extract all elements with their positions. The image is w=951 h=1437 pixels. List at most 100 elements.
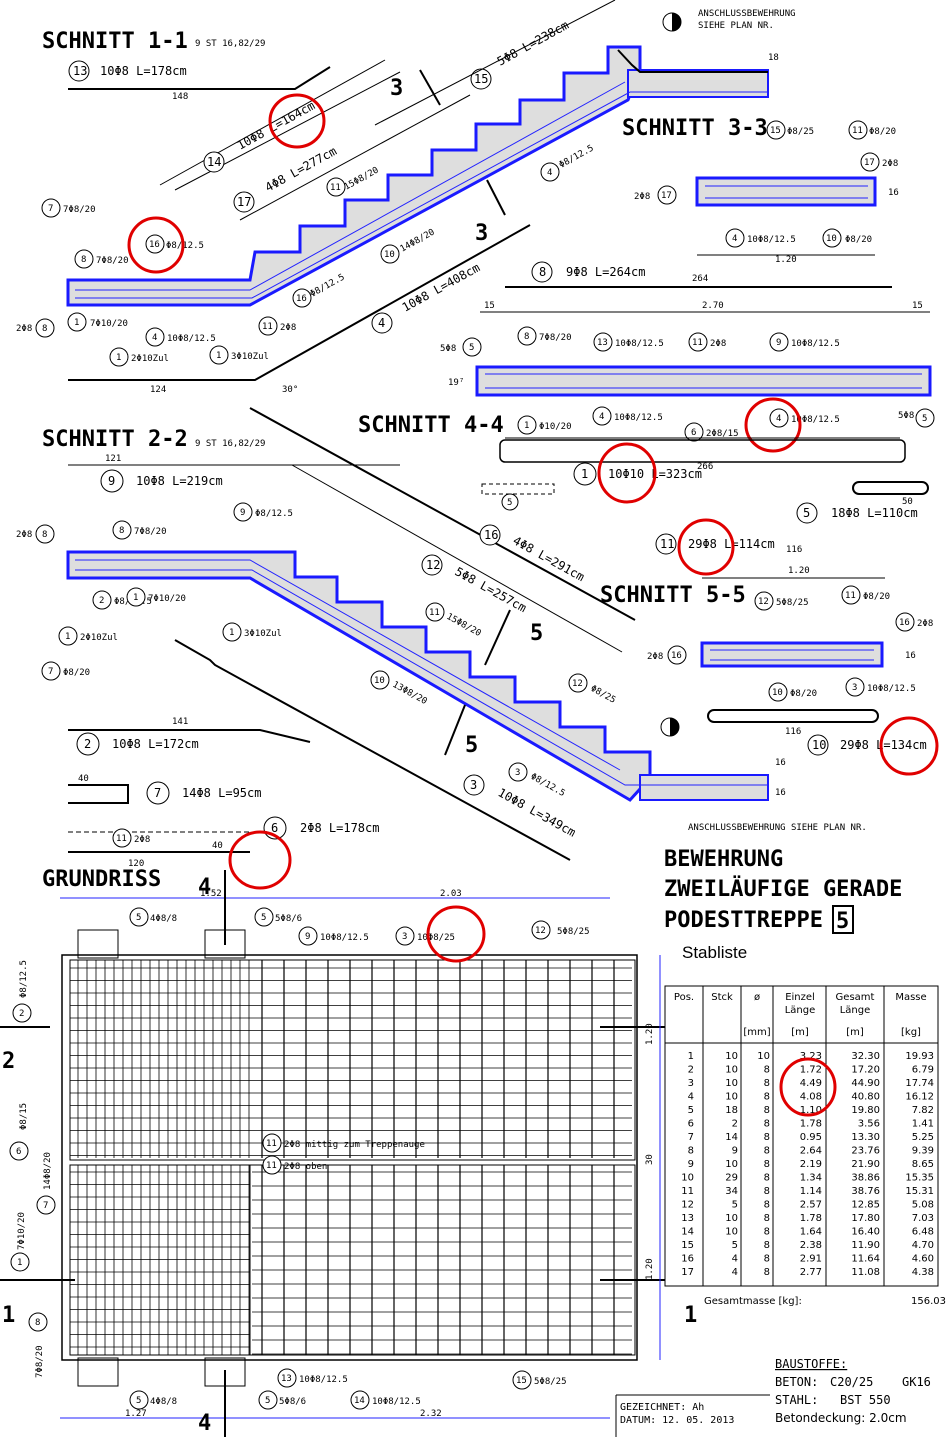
svg-text:16: 16 [899, 618, 910, 628]
svg-text:148: 148 [172, 92, 188, 102]
svg-text:Φ8/25: Φ8/25 [589, 684, 618, 706]
table-cell: 2 [732, 1119, 738, 1130]
table-cell: 14 [681, 1227, 694, 1238]
note-steps-1: 9 ST 16,82/29 [195, 39, 265, 49]
svg-text:15: 15 [912, 301, 923, 311]
cut-mark-3-top: 3 [390, 76, 403, 101]
svg-text:19⁷: 19⁷ [448, 378, 464, 388]
bar-5-label: 18Φ8 L=110cm [831, 506, 918, 520]
cut-mark-5-bottom: 5 [465, 733, 478, 758]
svg-text:ANSCHLUSSBEWEHRUNG: ANSCHLUSSBEWEHRUNG [698, 9, 796, 19]
svg-text:8: 8 [42, 530, 47, 540]
table-cell: 8 [764, 1213, 770, 1224]
table-unit: [m] [791, 1027, 809, 1038]
table-cell: 5.25 [912, 1132, 934, 1143]
table-cell: 17.74 [905, 1078, 934, 1089]
svg-text:Φ8/20: Φ8/20 [845, 235, 872, 245]
table-cell: 10 [725, 1065, 738, 1076]
table-cell: 2.38 [800, 1240, 822, 1251]
bar-7-label: 14Φ8 L=95cm [182, 786, 261, 800]
table-cell: 8 [764, 1065, 770, 1076]
svg-text:266: 266 [697, 462, 713, 472]
svg-text:4: 4 [198, 1411, 211, 1436]
svg-text:6: 6 [691, 428, 696, 438]
table-header: Länge [840, 1005, 871, 1016]
table-cell: 8 [764, 1146, 770, 1157]
highlight-circle [268, 93, 326, 149]
svg-text:2.70: 2.70 [702, 301, 724, 311]
svg-text:12: 12 [572, 679, 583, 689]
table-cell: 11.08 [851, 1267, 880, 1278]
svg-text:16: 16 [296, 294, 307, 304]
svg-text:17: 17 [864, 158, 875, 168]
table-cell: 3.56 [858, 1119, 880, 1130]
svg-text:1: 1 [216, 351, 221, 361]
svg-text:5Φ8/25: 5Φ8/25 [776, 598, 809, 608]
svg-text:5: 5 [507, 498, 512, 508]
cut-mark-3-bottom: 3 [475, 221, 488, 246]
svg-text:10: 10 [772, 688, 783, 698]
table-cell: 8 [764, 1105, 770, 1116]
table-cell: 2 [688, 1065, 694, 1076]
table-cell: 3 [688, 1078, 694, 1089]
svg-text:7Φ8/20: 7Φ8/20 [96, 256, 129, 266]
table-cell: 4.60 [912, 1254, 934, 1265]
table-cell: 16.12 [905, 1092, 934, 1103]
bar-5-group: 5 18Φ8 L=110cm 50 [796, 481, 929, 524]
svg-text:5Φ8: 5Φ8 [440, 344, 456, 354]
table-cell: 8 [764, 1186, 770, 1197]
svg-text:5: 5 [265, 1396, 270, 1406]
highlight-circle [879, 716, 939, 776]
bar-14-group: 14 10Φ8 L=164cm [159, 59, 401, 191]
svg-text:3: 3 [470, 778, 477, 792]
svg-text:10Φ8/12.5: 10Φ8/12.5 [167, 334, 216, 344]
svg-text:15: 15 [516, 1376, 527, 1386]
table-cell: 7.82 [912, 1105, 934, 1116]
table-cell: 1.10 [800, 1105, 822, 1116]
svg-text:11: 11 [266, 1161, 277, 1171]
svg-text:1: 1 [524, 421, 529, 431]
table-cell: 9.39 [912, 1146, 934, 1157]
svg-text:12: 12 [535, 926, 546, 936]
svg-text:10: 10 [384, 250, 395, 260]
table-cell: 8 [764, 1078, 770, 1089]
table-cell: 8 [764, 1119, 770, 1130]
table-cell: 1 [688, 1051, 694, 1062]
table-cell: 6.48 [912, 1227, 934, 1238]
svg-text:11: 11 [845, 591, 856, 601]
svg-text:1: 1 [17, 1258, 22, 1268]
staircase-section-1 [66, 45, 769, 307]
table-cell: 21.90 [851, 1159, 880, 1170]
table-cell: 10 [725, 1092, 738, 1103]
table-cell: 1.14 [800, 1186, 822, 1197]
bar-2-label: 10Φ8 L=172cm [112, 737, 199, 751]
svg-text:30: 30 [645, 1154, 655, 1165]
table-cell: 1.72 [800, 1065, 822, 1076]
svg-text:15Φ8/20: 15Φ8/20 [445, 612, 483, 639]
bar-6-group: 11 2Φ8 40 120 6 2Φ8 L=178cm [68, 816, 379, 890]
table-cell: 8 [764, 1159, 770, 1170]
table-cell: 2.19 [800, 1159, 822, 1170]
svg-text:8: 8 [81, 255, 86, 265]
table-cell: 4 [732, 1254, 738, 1265]
svg-text:10Φ8/12.5: 10Φ8/12.5 [299, 1375, 348, 1385]
table-cell: 5 [688, 1105, 694, 1116]
table-cell: 12.85 [851, 1200, 880, 1211]
table-cell: 16.40 [851, 1227, 880, 1238]
svg-text:10Φ8/12.5: 10Φ8/12.5 [791, 339, 840, 349]
svg-text:1.20: 1.20 [645, 1023, 655, 1045]
table-cell: 8 [764, 1267, 770, 1278]
svg-text:16: 16 [775, 788, 786, 798]
table-cell: 15.35 [905, 1173, 934, 1184]
svg-text:8: 8 [35, 1318, 40, 1328]
svg-text:2Φ10Zul: 2Φ10Zul [131, 354, 169, 364]
svg-text:7: 7 [154, 786, 161, 800]
svg-text:Φ8/20: Φ8/20 [63, 668, 90, 678]
svg-text:16: 16 [888, 188, 899, 198]
svg-text:15: 15 [770, 126, 781, 136]
svg-text:Φ8/25: Φ8/25 [787, 127, 814, 137]
highlight-circle [597, 442, 657, 504]
table-header: Gesamt [836, 992, 875, 1003]
svg-text:12: 12 [426, 558, 440, 572]
